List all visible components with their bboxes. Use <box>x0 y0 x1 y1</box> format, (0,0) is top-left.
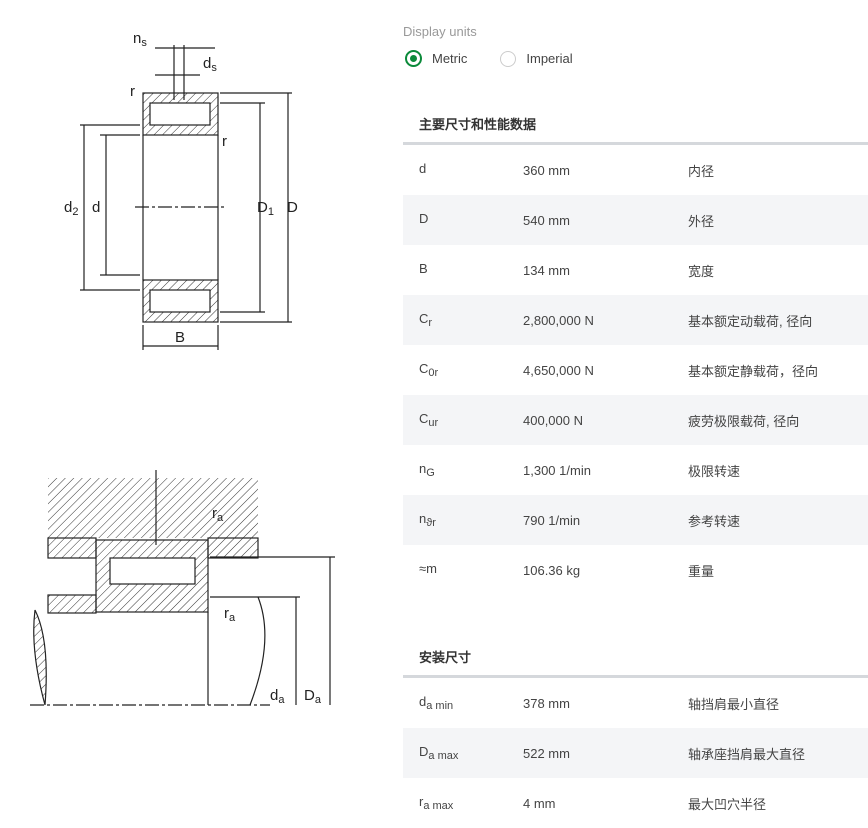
symbol: ≈m <box>419 561 437 576</box>
description: 宽度 <box>688 263 715 279</box>
svg-text:ds: ds <box>203 55 217 74</box>
description: 轴挡肩最小直径 <box>688 696 780 712</box>
description: 重量 <box>688 563 715 579</box>
value: 360 mm <box>523 162 570 178</box>
svg-text:ns: ns <box>133 30 147 49</box>
svg-text:ra: ra <box>212 505 224 524</box>
value: 522 mm <box>523 745 570 761</box>
symbol: ra max <box>419 794 454 812</box>
description: 内径 <box>688 163 715 179</box>
svg-text:d: d <box>92 199 100 216</box>
table-row: nϑr 790 1/min 参考转速 <box>403 495 868 545</box>
symbol: C0r <box>419 361 439 379</box>
value: 4,650,000 N <box>523 362 594 378</box>
description: 最大凹穴半径 <box>688 796 767 812</box>
bearing-drawings: ns ds r r d2 d D1 D B ra ra da Da <box>0 0 400 822</box>
units-radio-group: Metric Imperial <box>405 50 606 67</box>
svg-text:Da: Da <box>304 687 322 706</box>
value: 790 1/min <box>523 512 581 528</box>
value: 4 mm <box>523 795 556 811</box>
value: 1,300 1/min <box>523 462 591 478</box>
radio-unchecked-icon[interactable] <box>500 50 517 67</box>
symbol: da min <box>419 694 454 712</box>
description: 基本额定动载荷, 径向 <box>688 313 813 329</box>
symbol: nG <box>419 461 435 479</box>
radio-label: Imperial <box>526 51 573 66</box>
table-row: nG 1,300 1/min 极限转速 <box>403 445 868 495</box>
description: 参考转速 <box>688 513 741 529</box>
bearing-cross-section-drawing: ns ds r r d2 d D1 D B ra ra da Da <box>30 30 335 706</box>
value: 106.36 kg <box>523 562 581 578</box>
table-row: B 134 mm 宽度 <box>403 245 868 295</box>
table-row: D 540 mm 外径 <box>403 195 868 245</box>
radio-metric[interactable]: Metric <box>405 50 467 67</box>
symbol: Da max <box>419 744 459 762</box>
table-row: ≈m 106.36 kg 重量 <box>403 545 868 595</box>
description: 极限转速 <box>688 463 741 479</box>
symbol: Cur <box>419 411 439 429</box>
svg-text:d2: d2 <box>64 199 78 218</box>
description: 轴承座挡肩最大直径 <box>688 746 806 762</box>
section-title: 主要尺寸和性能数据 <box>403 108 868 145</box>
symbol: Cr <box>419 311 433 329</box>
symbol: d <box>419 161 427 176</box>
radio-imperial[interactable]: Imperial <box>500 50 573 67</box>
radio-label: Metric <box>432 51 468 66</box>
display-units-label: Display units <box>403 24 477 39</box>
svg-text:da: da <box>270 687 285 706</box>
table-row: ra max 4 mm 最大凹穴半径 <box>403 778 868 828</box>
value: 540 mm <box>523 212 570 228</box>
description: 基本额定静载荷，径向 <box>688 363 819 379</box>
value: 400,000 N <box>523 412 583 428</box>
description: 疲劳极限载荷, 径向 <box>688 413 800 429</box>
value: 2,800,000 N <box>523 312 594 328</box>
symbol: B <box>419 261 428 276</box>
radio-checked-icon[interactable] <box>405 50 422 67</box>
table-row: Da max 522 mm 轴承座挡肩最大直径 <box>403 728 868 778</box>
symbol: nϑr <box>419 511 436 529</box>
svg-text:ra: ra <box>224 605 236 624</box>
svg-text:r: r <box>222 133 227 150</box>
svg-text:B: B <box>175 329 185 346</box>
table-row: Cur 400,000 N 疲劳极限载荷, 径向 <box>403 395 868 445</box>
table-row: d 360 mm 内径 <box>403 145 868 195</box>
section-title: 安装尺寸 <box>403 641 868 678</box>
symbol: D <box>419 211 429 226</box>
table-row: Cr 2,800,000 N 基本额定动载荷, 径向 <box>403 295 868 345</box>
description: 外径 <box>688 213 715 229</box>
table-row: da min 378 mm 轴挡肩最小直径 <box>403 678 868 728</box>
svg-text:r: r <box>130 83 135 100</box>
value: 134 mm <box>523 262 570 278</box>
label-ns: n <box>133 30 141 47</box>
table-row: C0r 4,650,000 N 基本额定静载荷，径向 <box>403 345 868 395</box>
svg-text:D: D <box>287 199 298 216</box>
value: 378 mm <box>523 695 570 711</box>
svg-text:D1: D1 <box>257 199 274 218</box>
